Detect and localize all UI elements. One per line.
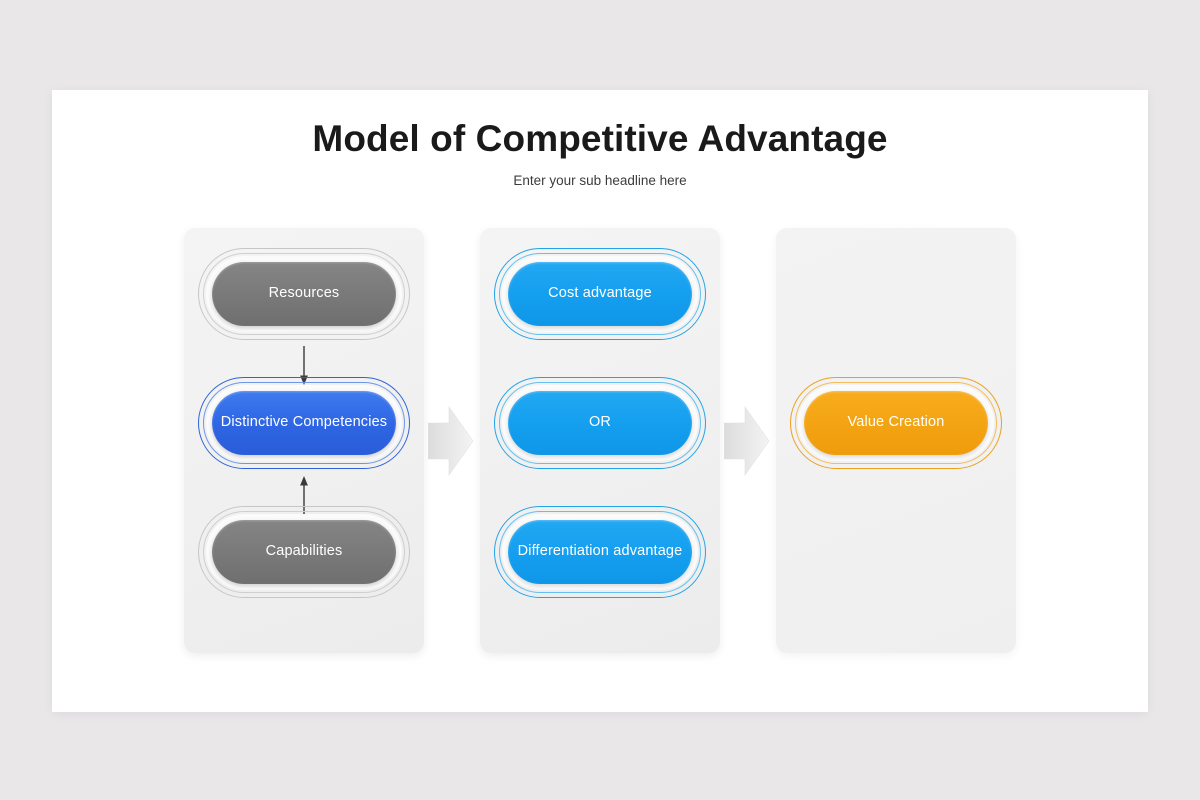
pill-outer-ring — [790, 377, 1002, 469]
node-capabilities[interactable]: Capabilities — [198, 506, 410, 598]
page-subtitle: Enter your sub headline here — [513, 173, 687, 188]
arrow-inputs-to-advantages-icon — [428, 403, 474, 479]
node-or[interactable]: OR — [494, 377, 706, 469]
pill-inner-ring — [203, 511, 405, 593]
node-label: Capabilities — [212, 520, 396, 584]
node-resources[interactable]: Resources — [198, 248, 410, 340]
panel-advantages: Cost advantage OR Differentiation advant… — [480, 228, 720, 653]
node-cost-advantage[interactable]: Cost advantage — [494, 248, 706, 340]
pill-outer-ring — [198, 248, 410, 340]
pill-inner-ring — [203, 253, 405, 335]
pill-inner-ring — [499, 253, 701, 335]
pill-inner-ring — [795, 382, 997, 464]
pill-inner-ring — [499, 511, 701, 593]
node-differentiation-advantage[interactable]: Differentiation advantage — [494, 506, 706, 598]
arrow-advantages-to-outcome-icon — [724, 403, 770, 479]
pill-outer-ring — [494, 506, 706, 598]
pill-outer-ring — [494, 248, 706, 340]
panel-inputs: Resources Distinctive Competencies Cap — [184, 228, 424, 653]
node-label: Resources — [212, 262, 396, 326]
pill-inner-ring — [203, 382, 405, 464]
slide-canvas: Model of Competitive Advantage Enter you… — [52, 90, 1148, 712]
node-distinctive-competencies[interactable]: Distinctive Competencies — [198, 377, 410, 469]
node-label: Differentiation advantage — [508, 520, 692, 584]
node-label: OR — [508, 391, 692, 455]
node-label: Value Creation — [804, 391, 988, 455]
pill-inner-ring — [499, 382, 701, 464]
pill-outer-ring — [494, 377, 706, 469]
node-value-creation[interactable]: Value Creation — [790, 377, 1002, 469]
page-title: Model of Competitive Advantage — [312, 118, 888, 159]
node-label: Cost advantage — [508, 262, 692, 326]
pill-outer-ring — [198, 506, 410, 598]
pill-outer-ring — [198, 377, 410, 469]
node-label: Distinctive Competencies — [212, 391, 396, 455]
panel-outcome: Value Creation — [776, 228, 1016, 653]
